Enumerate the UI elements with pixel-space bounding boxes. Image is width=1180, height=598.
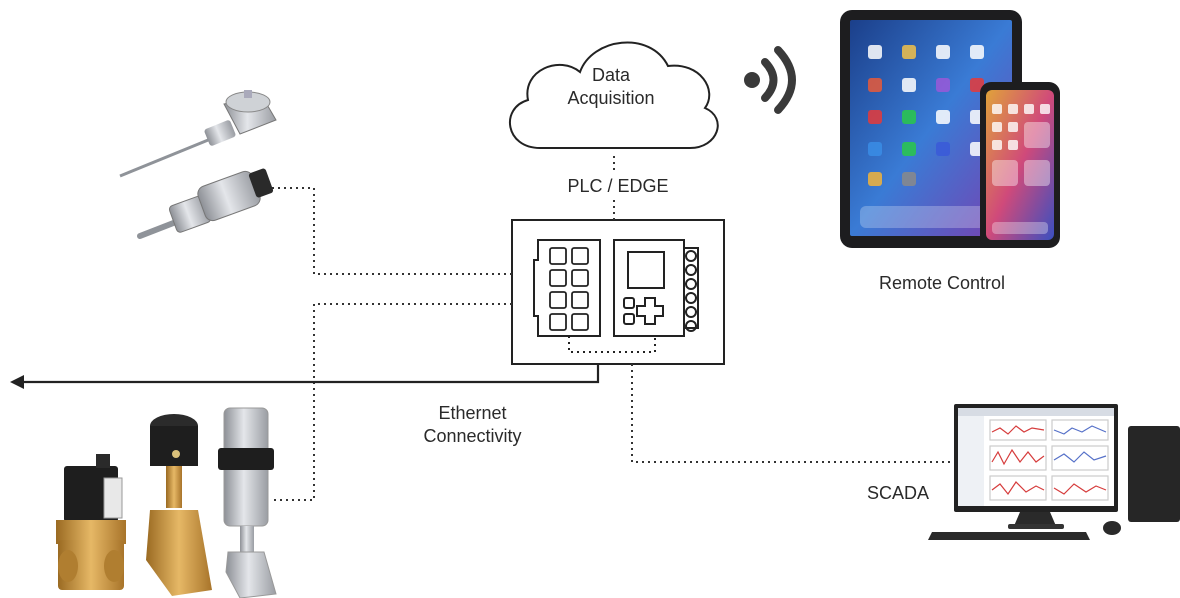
tablet-icon — [840, 10, 1022, 248]
ethernet-label-line2: Connectivity — [423, 426, 522, 446]
remote-control-label: Remote Control — [878, 273, 1006, 293]
wireless-signal-icon — [744, 46, 796, 114]
cloud-icon — [508, 41, 719, 149]
ethernet-label-line1: Ethernet — [438, 403, 507, 423]
temperature-sensor-icon — [119, 90, 277, 178]
solenoid-valve-icon — [56, 454, 126, 590]
ethernet-label: Ethernet Connectivity — [400, 402, 545, 448]
plc-edge-label: PLC / EDGE — [567, 176, 669, 196]
connection-lines — [272, 156, 960, 501]
angle-seat-valve-icon — [146, 414, 212, 596]
angle-seat-valve-icon — [218, 407, 277, 598]
cloud-label: Data Acquisition — [536, 64, 686, 110]
ethernet-arrow — [10, 364, 600, 389]
cloud-label-line1: Data — [591, 65, 631, 85]
scada-label: SCADA — [866, 483, 929, 503]
cloud-label-line2: Acquisition — [567, 88, 655, 108]
pressure-transmitter-icon — [137, 168, 274, 239]
smartphone-icon — [980, 82, 1060, 248]
desktop-computer-icon — [928, 404, 1180, 540]
plc-controller-icon — [511, 219, 725, 365]
